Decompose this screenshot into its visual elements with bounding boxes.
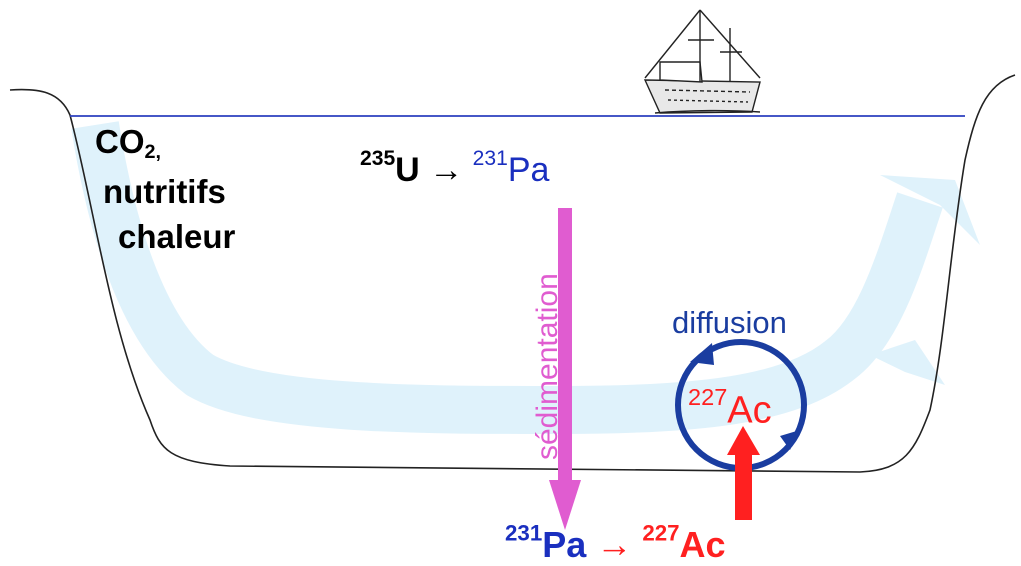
co2-label: CO2,: [95, 123, 161, 163]
bottom-decay-reaction: 231Pa → 227Ac: [505, 520, 726, 565]
actinium-center-label: 227Ac: [688, 384, 772, 432]
diffusion-arrowhead-bottom: [780, 430, 800, 450]
ocean-current-arrowhead: [880, 175, 980, 245]
fishing-boat-icon: [643, 9, 761, 114]
actinium-upward-arrow: [727, 426, 760, 520]
sedimentation-label: sédimentation: [531, 273, 564, 460]
top-reaction-arrow: →: [429, 150, 464, 189]
heat-label: chaleur: [118, 218, 236, 255]
diffusion-arrowhead-top: [690, 343, 714, 365]
sedimentation-arrow: [549, 208, 581, 530]
diffusion-label: diffusion: [672, 305, 787, 340]
actinium-isotope-bottom: 227Ac: [642, 520, 726, 565]
top-decay-reaction: 235U → 231Pa: [360, 148, 549, 187]
ocean-current-arrowhead-2: [870, 340, 945, 385]
bottom-reaction-arrow: →: [596, 523, 633, 565]
ocean-current-band: [71, 121, 943, 435]
uranium-isotope: 235U: [360, 147, 420, 189]
protactinium-isotope-bottom: 231Pa: [505, 520, 587, 565]
ocean-basin-outline: [9, 74, 1016, 473]
protactinium-isotope-top: 231Pa: [472, 147, 550, 189]
nutrients-label: nutritifs: [103, 173, 226, 210]
